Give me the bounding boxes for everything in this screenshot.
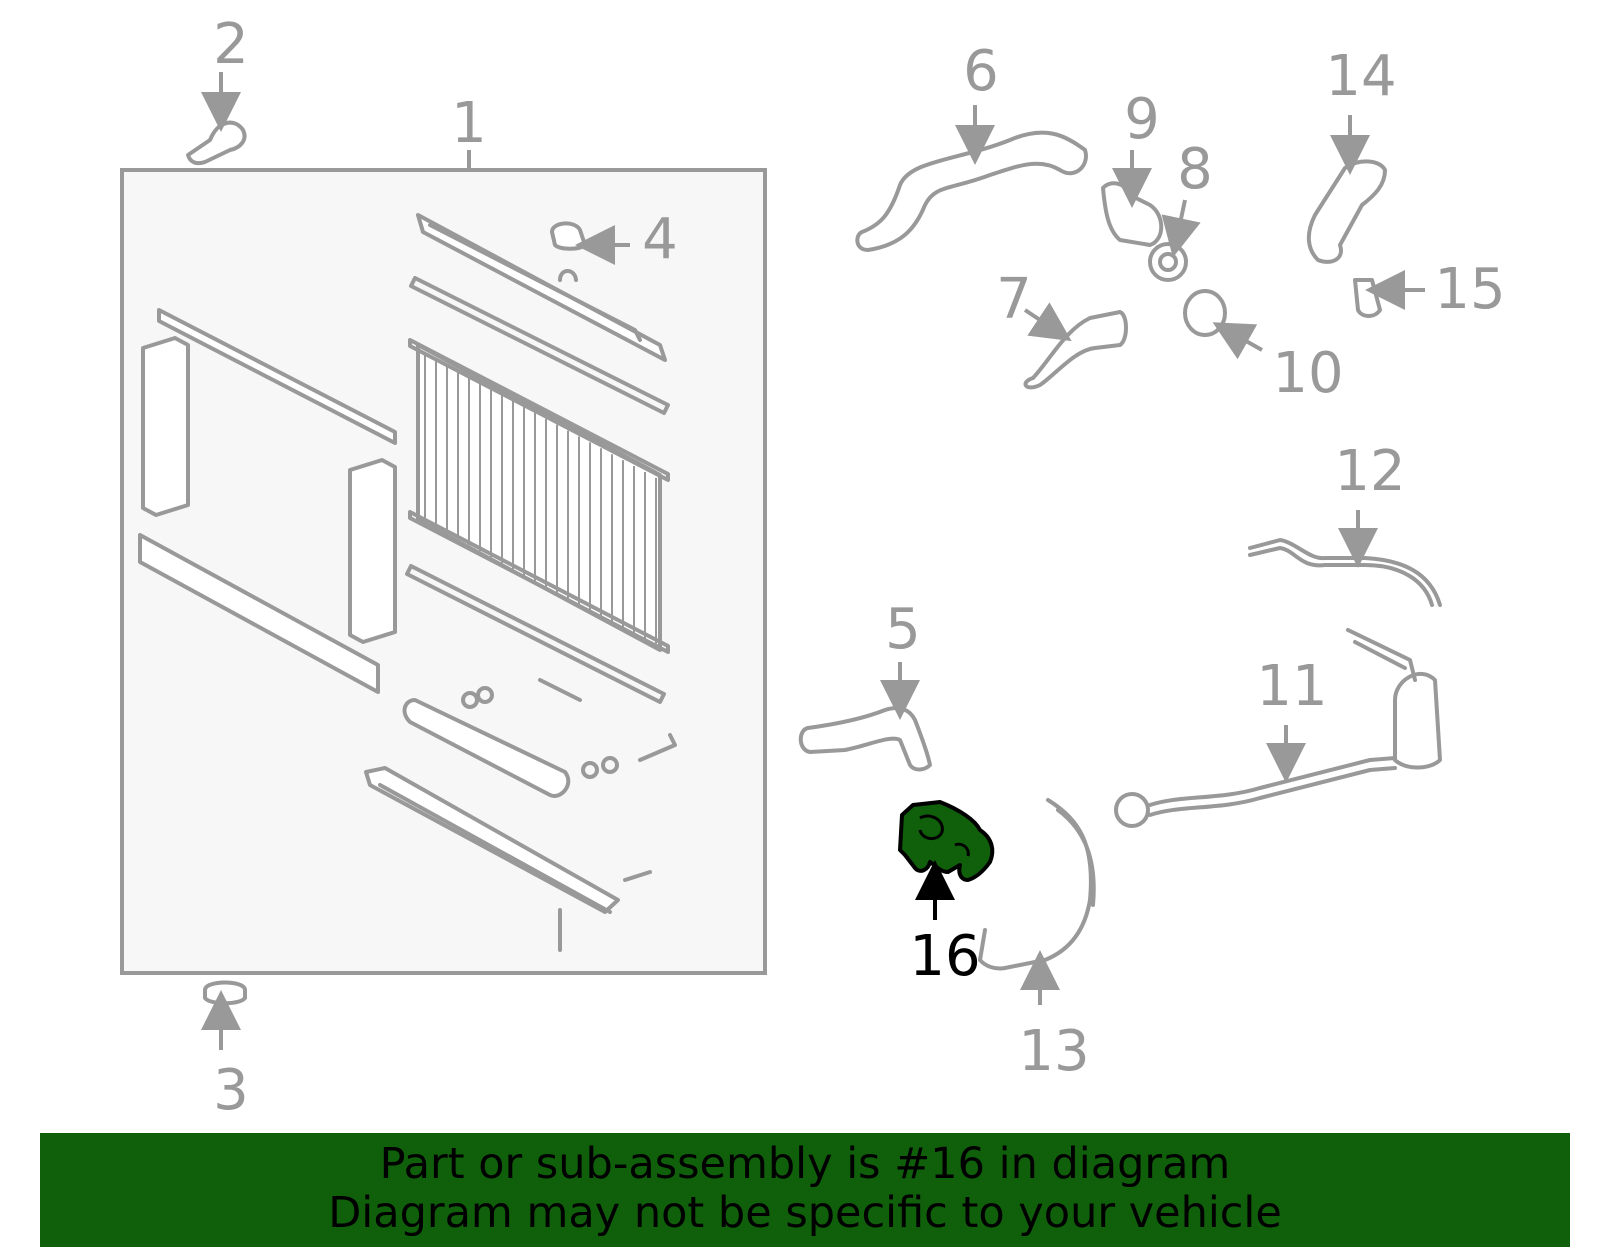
lower-tank [364, 766, 620, 914]
callout-14[interactable]: 14 [1325, 44, 1396, 109]
callout-2[interactable]: 2 [213, 12, 249, 77]
upper-bracket-part-2[interactable] [186, 120, 247, 166]
callout-16[interactable]: 16 [909, 924, 980, 989]
water-outlet-part-14[interactable] [1306, 159, 1387, 264]
leader-10 [1212, 322, 1263, 360]
callout-15[interactable]: 15 [1434, 257, 1505, 322]
upper-seal [409, 276, 670, 415]
upper-hose-part-6[interactable] [855, 130, 1088, 252]
callout-10[interactable]: 10 [1272, 341, 1343, 406]
water-hose-part-13[interactable] [978, 798, 1096, 971]
callout-5[interactable]: 5 [885, 597, 921, 662]
gasket-part-10[interactable] [1183, 289, 1227, 337]
callout-7[interactable]: 7 [996, 267, 1032, 332]
callout-13[interactable]: 13 [1018, 1019, 1089, 1084]
lower-foam-strip [138, 533, 380, 694]
lower-cushion-part-3[interactable] [203, 980, 247, 1006]
right-foam-block [348, 458, 397, 644]
leader-7 [1023, 302, 1072, 342]
left-foam-block [141, 336, 190, 517]
info-banner: Part or sub-assembly is #16 in diagram D… [40, 1133, 1570, 1247]
thermostat-housing-part-9[interactable] [1101, 181, 1164, 247]
thermostat-part-8[interactable] [1148, 242, 1188, 282]
radiator-core [408, 338, 670, 654]
bypass-hose-part-7[interactable] [1023, 310, 1128, 390]
heater-hose-part-12[interactable] [1248, 538, 1442, 607]
water-inlet-part-16[interactable] [898, 800, 995, 882]
banner-line-2: Diagram may not be specific to your vehi… [328, 1188, 1282, 1238]
callout-1[interactable]: 1 [451, 91, 487, 156]
radiator-assembly-panel[interactable] [120, 150, 767, 975]
water-pipe-part-11[interactable] [1148, 756, 1397, 817]
radiator-cap-part-4[interactable] [550, 221, 587, 251]
pipe-bracket-assembly [1346, 628, 1442, 770]
lower-seal [405, 564, 666, 704]
callout-6[interactable]: 6 [963, 39, 999, 104]
callout-3[interactable]: 3 [213, 1058, 249, 1123]
banner-line-1: Part or sub-assembly is #16 in diagram [379, 1139, 1231, 1189]
upper-tank-top [428, 223, 642, 342]
oil-cooler-tube [402, 698, 571, 798]
callout-8[interactable]: 8 [1177, 137, 1213, 202]
callout-4[interactable]: 4 [642, 207, 678, 272]
pipe-flange [1114, 792, 1150, 828]
upper-foam-strip [157, 308, 397, 445]
sensor-part-15[interactable] [1353, 278, 1382, 318]
leader-8 [1161, 199, 1201, 258]
callout-11[interactable]: 11 [1256, 654, 1327, 719]
callout-12[interactable]: 12 [1334, 439, 1405, 504]
callout-9[interactable]: 9 [1124, 87, 1160, 152]
lower-hose-part-5[interactable] [798, 706, 932, 772]
